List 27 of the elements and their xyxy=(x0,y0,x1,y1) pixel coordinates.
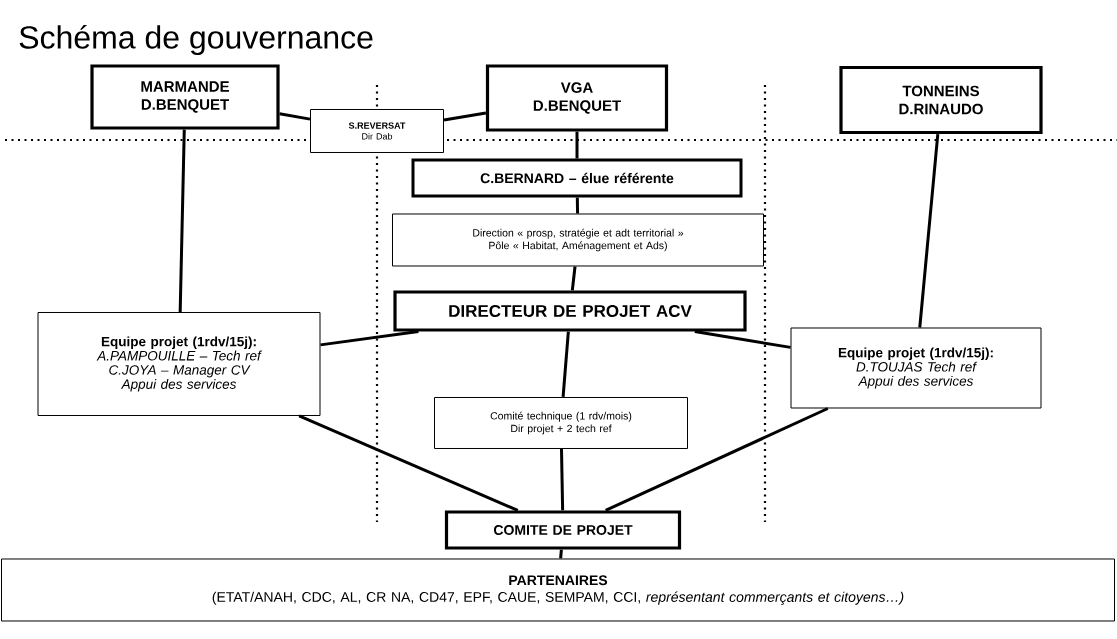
place-box: MARMANDE D.BENQUET xyxy=(90,64,280,130)
department-box: Direction « prosp, stratégie et adt territorial » Pôle « Habitat, Aménagement et Ads) xyxy=(392,213,764,267)
committee-box: COMITE DE PROJET xyxy=(444,510,682,550)
connector-line xyxy=(279,112,311,121)
connector-line xyxy=(575,197,580,214)
connector-line xyxy=(918,133,940,328)
role-box: DIRECTEUR DE PROJET ACV xyxy=(393,290,747,332)
connector-line xyxy=(570,266,577,291)
team-box: Equipe projet (1rdv/15j): D.TOUJAS Tech ref Appui des services xyxy=(790,327,1042,409)
person-box: S.REVERSAT Dir Dab xyxy=(310,109,444,153)
connector-line xyxy=(178,129,186,313)
connector-line xyxy=(694,330,791,349)
connector-line xyxy=(560,448,565,511)
place-box: VGA D.BENQUET xyxy=(485,64,669,132)
connector-line xyxy=(443,111,487,122)
connector-line xyxy=(575,131,579,159)
title: Schéma de gouvernance xyxy=(19,24,373,56)
connector-line xyxy=(320,330,419,347)
connector-line xyxy=(605,407,829,512)
partners-band: PARTENAIRES (ETAT/ANAH, CDC, AL, CR NA, CD47, EPF, CAUE, SEMPAM, CCI, représentant commerçants et citoyens…) xyxy=(1,558,1115,622)
person-box: C.BERNARD – élue référente xyxy=(411,158,743,198)
connector-line xyxy=(559,549,563,559)
connector-line xyxy=(561,331,570,398)
place-box: TONNEINS D.RINAUDO xyxy=(839,65,1043,135)
team-box: Equipe projet (1rdv/15j): A.PAMPOUILLE – Tech ref C.JOYA – Manager CV Appui des services xyxy=(37,312,321,416)
committee-box: Comité technique (1 rdv/mois) Dir projet + 2 tech ref xyxy=(434,397,688,449)
connector-line xyxy=(298,414,519,512)
